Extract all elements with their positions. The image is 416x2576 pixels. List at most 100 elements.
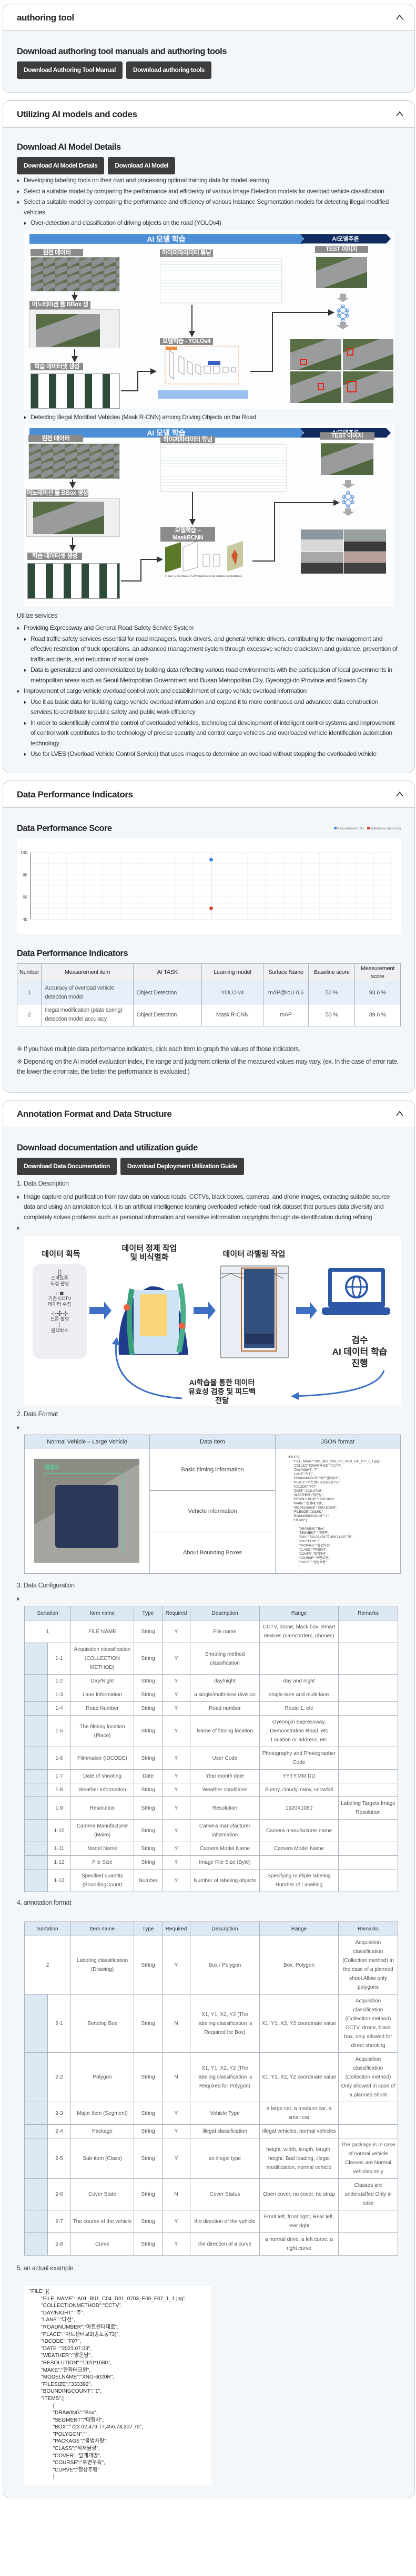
section-heading: Download AI Model Details <box>17 142 121 152</box>
table-cell: Object Detection <box>133 1003 202 1026</box>
list-item: Improvement of cargo vehicle overload co… <box>17 686 401 697</box>
performance-header[interactable]: Data Performance Indicators <box>3 781 414 808</box>
column-header: Sortation <box>24 1921 71 1936</box>
table-cell: 2 <box>24 1936 71 1995</box>
table-cell: 50 % <box>308 981 356 1004</box>
column-header: AI TASK <box>133 963 202 982</box>
table-cell: Number of labeling objects <box>190 1869 260 1892</box>
download-ai-model-details-button[interactable]: Download AI Model Details <box>17 157 105 174</box>
json-sample: "FILE":[{ "FILE_NAME":"A01_B01_C04_D01_0… <box>288 1456 381 1569</box>
table-cell <box>338 2210 398 2233</box>
table-cell <box>338 1715 398 1747</box>
ai-models-header[interactable]: Utilizing AI models and codes <box>3 101 414 128</box>
download-manual-button[interactable]: Download Authoring Tool Manual <box>17 61 123 79</box>
table-cell: 2-1 <box>47 1994 71 2053</box>
download-utilization-guide-button[interactable]: Download Deployment Utilization Guide <box>120 1157 244 1175</box>
list-item: Select a suitable model by comparing the… <box>17 197 401 217</box>
download-ai-model-button[interactable]: Download AI Model <box>108 157 176 174</box>
table-cell: 1-6 <box>47 1747 71 1770</box>
table-cell: an illegal type <box>190 2138 260 2179</box>
table-cell: a large car, a medium car, a small car <box>259 2102 339 2125</box>
table-cell <box>338 1855 398 1869</box>
panel-title: Data Performance Indicators <box>17 789 133 799</box>
y-tick-label: 80 <box>23 872 27 877</box>
table-cell: 93.6 % <box>354 981 401 1004</box>
table-cell: String <box>134 1688 163 1702</box>
chevron-up-icon[interactable] <box>395 110 404 118</box>
table-cell: Y <box>162 2210 190 2233</box>
authoring-tool-header[interactable]: authoring tool <box>3 4 414 31</box>
table-cell: height, width, length, length, height, B… <box>259 2138 339 2179</box>
table-cell <box>338 1842 398 1856</box>
table-cell: Acquisition classification (Collection m… <box>338 1936 398 1995</box>
neural-network-icon <box>342 480 354 516</box>
table-cell <box>338 2232 398 2256</box>
table-cell: Labeling Targets Image Resolution <box>338 1796 398 1820</box>
table-cell: The course of the vehicle <box>70 2210 134 2233</box>
column-header: JSON format <box>275 1435 401 1449</box>
table-cell <box>24 1994 48 2053</box>
table-cell: Y <box>162 1819 190 1842</box>
table-cell: String <box>134 1747 163 1770</box>
legend-measurement[interactable]: Measurement (%) <box>334 826 364 830</box>
table-cell <box>338 1688 398 1702</box>
table-cell <box>338 1620 398 1643</box>
download-data-documentation-button[interactable]: Download Data Documentation <box>17 1157 117 1175</box>
table-cell: Major Item (Segment) <box>70 2102 134 2125</box>
table-cell: String <box>134 2232 163 2256</box>
table-cell <box>24 1855 48 1869</box>
annotation-panel: Annotation Format and Data Structure Dow… <box>3 1099 415 2499</box>
table-cell <box>24 1674 48 1688</box>
data-configuration-heading: 3. Data Configuration <box>17 1582 75 1589</box>
table-cell <box>24 1819 48 1842</box>
json-example-box: "FILE":[{ "FILE_NAME":"A01_B01_C04_D01_0… <box>24 2286 211 2486</box>
column-header: Range <box>259 1921 339 1936</box>
list-item: Image capture and purification from raw … <box>17 1192 401 1223</box>
performance-panel: Data Performance Indicators Data Perform… <box>3 780 415 1093</box>
table-cell: CCTV, drone, black box, Smart devices (c… <box>259 1620 339 1643</box>
column-header: Baseline score <box>308 963 356 982</box>
raw-data-thumbnails <box>28 443 120 479</box>
chevron-up-icon[interactable] <box>395 1109 404 1118</box>
ai-models-panel: Utilizing AI models and codes Download A… <box>3 100 415 773</box>
list-item <box>17 1223 401 1234</box>
json-example: "FILE":[{ "FILE_NAME":"A01_B01_C04_D01_0… <box>29 2289 187 2480</box>
model-training-label: 모델학습 –MaskRCNN <box>160 527 215 542</box>
table-cell: Y <box>162 1855 190 1869</box>
figure-caption: Figure 1. The Mask R-CNN framework for i… <box>165 575 242 578</box>
annotation-header[interactable]: Annotation Format and Data Structure <box>3 1100 414 1127</box>
table-cell <box>24 2052 48 2102</box>
table-cell: 50 % <box>308 1003 356 1026</box>
source-cctv: 기존 CCTV 데이터 수집 <box>48 1296 72 1307</box>
table-cell <box>24 2232 48 2256</box>
table-cell: single-lane and multi-lane <box>259 1688 339 1702</box>
download-tools-button[interactable]: Download authoring tools <box>126 61 211 79</box>
table-cell: Y <box>162 2138 190 2179</box>
table-cell: Number <box>134 1869 163 1892</box>
authoring-tool-panel: authoring tool Download authoring tool m… <box>3 4 415 93</box>
chevron-up-icon[interactable] <box>395 790 404 798</box>
table-cell: String <box>134 1643 163 1675</box>
data-process-diagram: 데이터 획득 데이터 정제 작업 및 비식별화 데이터 라벨링 작업 ▯ 스마트… <box>24 1237 401 1406</box>
table-cell: 2-8 <box>47 2232 71 2256</box>
chevron-up-icon[interactable] <box>395 13 404 22</box>
table-cell: Gyeongin Expressway, Demonstration Road,… <box>259 1715 339 1747</box>
table-cell: Y <box>162 1688 190 1702</box>
table-cell: Photography and Photographer Code <box>259 1747 339 1770</box>
process-graphics <box>89 1265 390 1400</box>
list-item: Select a suitable model by comparing the… <box>17 186 401 197</box>
table-cell: Cover State <box>70 2178 134 2210</box>
legend-reference[interactable]: Reference value (%) <box>367 826 401 830</box>
table-cell: Day/Night <box>70 1674 134 1688</box>
